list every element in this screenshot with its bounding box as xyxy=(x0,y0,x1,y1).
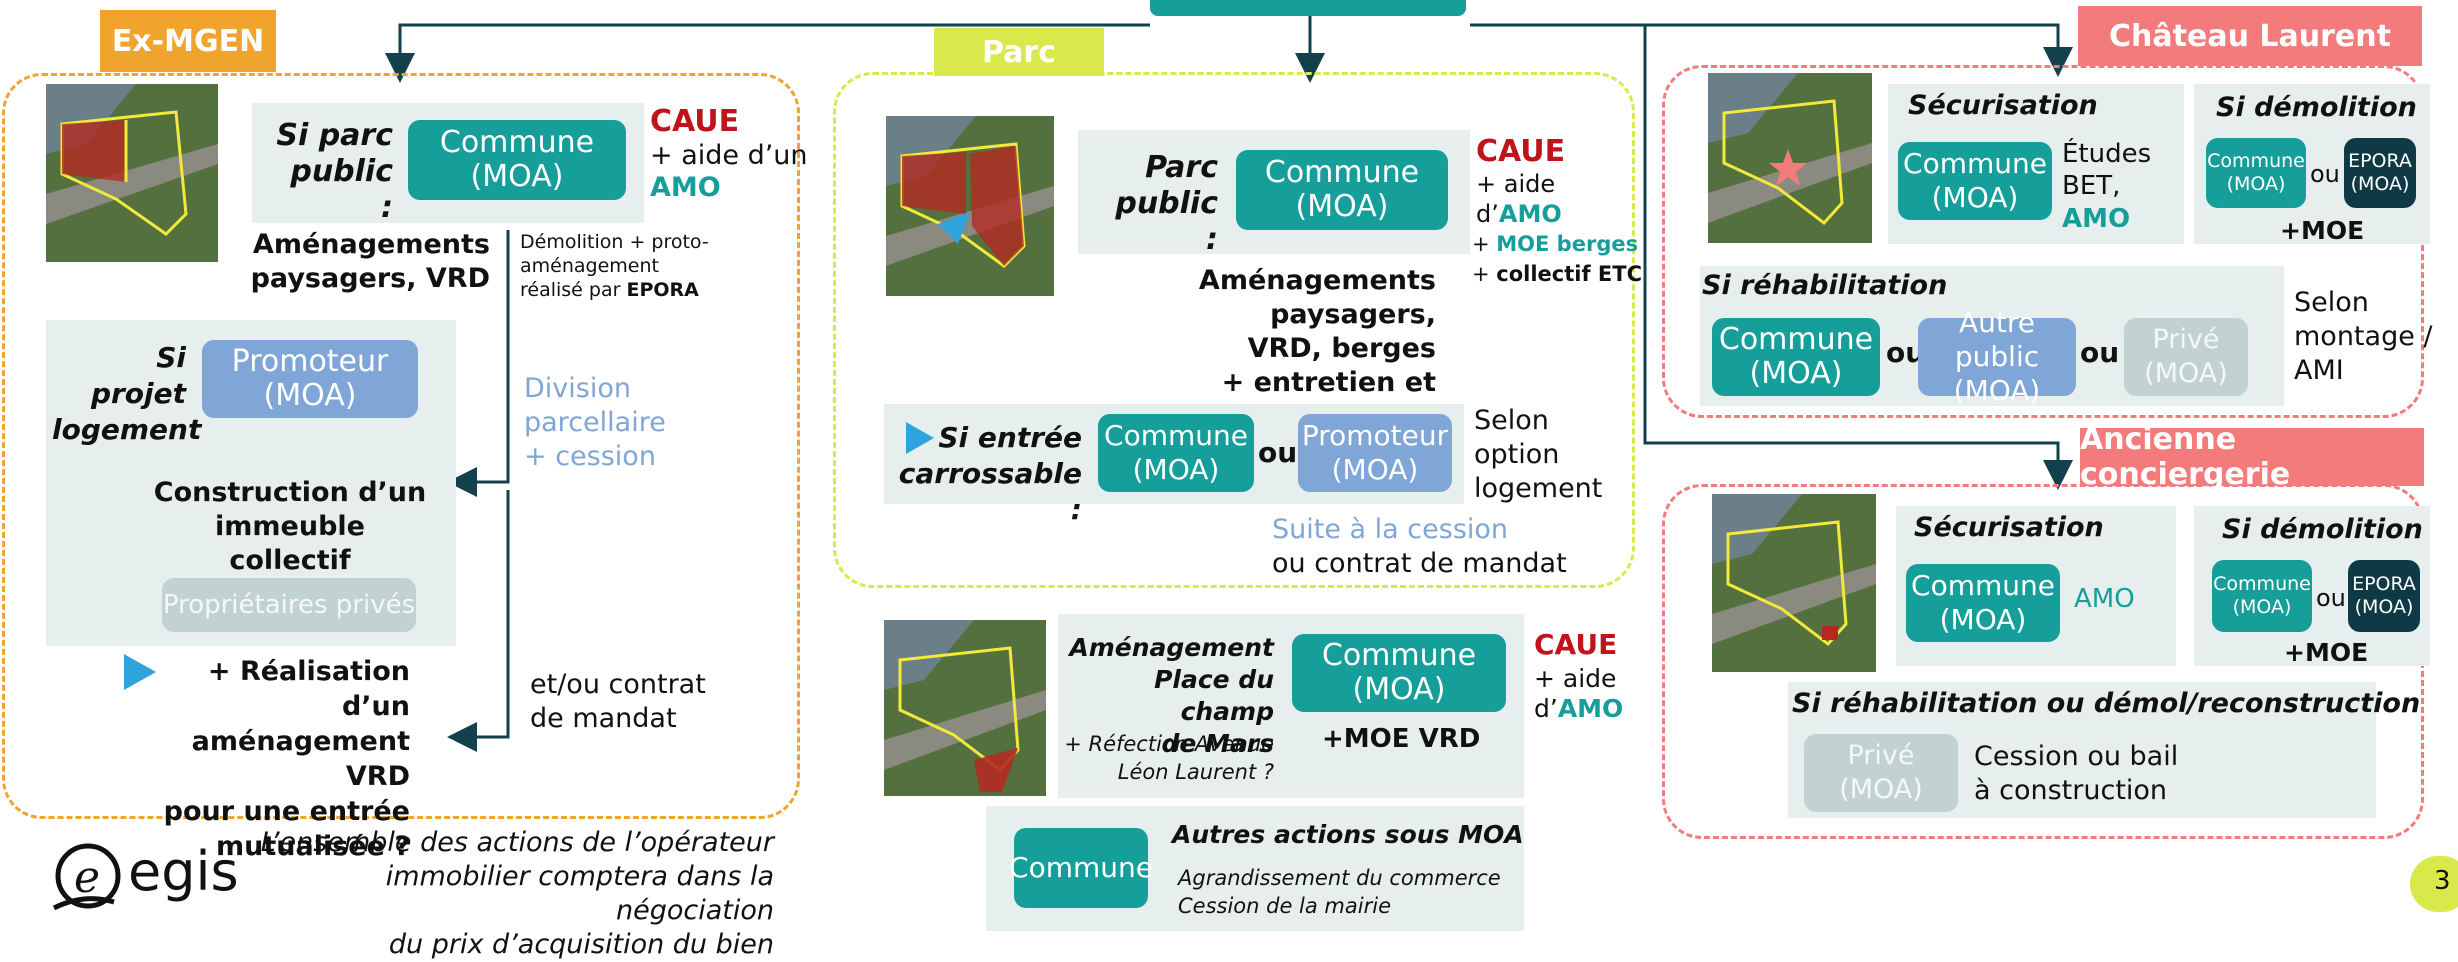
conciergerie-si-rehab: Si réhabilitation ou démol/reconstructio… xyxy=(1792,688,2421,719)
autres-lines: Agrandissement du commerce Cession de la… xyxy=(1178,866,1501,918)
chateau-epora: EPORA (MOA) xyxy=(2344,138,2416,208)
parc-moe-berges: + MOE berges xyxy=(1472,232,1639,256)
top-root-tab xyxy=(1150,0,1466,16)
ex-mgen-division: Division parcellaire + cession xyxy=(524,373,666,472)
parc-aide-2-line: d’AMO xyxy=(1476,200,1562,228)
chateau-commune-small: Commune (MOA) xyxy=(2206,138,2306,208)
conciergerie-ou: ou xyxy=(2316,584,2346,612)
parc-caue: CAUE xyxy=(1476,134,1566,169)
chateau-label: Château Laurent xyxy=(2078,6,2422,66)
parc-label: Parc xyxy=(934,28,1104,76)
ex-mgen-commune-moa: Commune (MOA) xyxy=(408,120,626,200)
conciergerie-aerial-image xyxy=(1712,494,1876,672)
chateau-commune-moa: Commune (MOA) xyxy=(1898,142,2052,220)
ex-mgen-aide: + aide d’un xyxy=(650,140,808,171)
parc-collectif: + collectif ETC xyxy=(1472,262,1643,286)
chateau-moe: +MOE xyxy=(2280,216,2365,245)
parc-contrat: ou contrat de mandat xyxy=(1272,548,1567,579)
conciergerie-amo: AMO xyxy=(2074,584,2135,614)
conciergerie-si-demolition: Si démolition xyxy=(2222,514,2423,545)
svg-text:e: e xyxy=(74,852,100,903)
chateau-si-demolition: Si démolition xyxy=(2216,92,2417,123)
page-number-badge: 3 xyxy=(2410,856,2458,912)
place-aide-2-line: d’AMO xyxy=(1534,694,1624,723)
parc-suite: Suite à la cession xyxy=(1272,514,1509,545)
parc-aide-1: + aide xyxy=(1476,170,1556,198)
chateau-aerial-image xyxy=(1708,73,1872,243)
conciergerie-commune-moa: Commune (MOA) xyxy=(1906,564,2060,642)
ex-mgen-caue: CAUE xyxy=(650,104,740,139)
autres-commune: Commune xyxy=(1009,828,1153,908)
ex-mgen-amenagements: Aménagements paysagers, VRD xyxy=(250,229,490,294)
conciergerie-prive: Privé (MOA) xyxy=(1804,734,1958,812)
place-aerial-image xyxy=(884,620,1046,796)
chateau-commune2: Commune (MOA) xyxy=(1712,318,1880,396)
conciergerie-epora: EPORA (MOA) xyxy=(2348,560,2420,632)
parc-commune-moa: Commune (MOA) xyxy=(1236,150,1448,230)
chateau-etudes: Études BET, xyxy=(2062,139,2152,201)
parc-parc-public: Parc public : xyxy=(1115,150,1218,257)
place-moe-vrd: +MOE VRD xyxy=(1322,724,1481,754)
parc-si-entree: Si entrée carrossable : xyxy=(898,421,1082,526)
play-icon xyxy=(124,654,156,690)
conciergerie-commune-small: Commune (MOA) xyxy=(2212,560,2312,632)
parc-ou: ou xyxy=(1258,436,1298,469)
conciergerie-label: Ancienne conciergerie xyxy=(2080,422,2424,492)
ex-mgen-aerial-image xyxy=(46,84,218,262)
ex-mgen-amo: AMO xyxy=(650,172,721,203)
play-icon xyxy=(906,422,934,454)
place-caue: CAUE xyxy=(1534,628,1618,661)
parc-aerial-image xyxy=(886,116,1054,296)
chateau-securisation: Sécurisation xyxy=(1908,90,2098,121)
place-aide-1: + aide xyxy=(1534,664,1617,693)
ex-mgen-realisation: + Réalisation d’un aménagement VRD pour … xyxy=(163,656,410,862)
ex-mgen-proprietaires-prives: Propriétaires privés xyxy=(162,578,416,632)
chateau-autre-public: Autre public (MOA) xyxy=(1918,306,2076,407)
place-title: Aménagement Place du champ de Mars xyxy=(1069,633,1274,758)
parc-frame xyxy=(833,72,1635,588)
chateau-si-rehab: Si réhabilitation xyxy=(1702,270,1948,301)
place-sub: + Réfection Avenue Léon Laurent ? xyxy=(1064,732,1274,784)
page-number: 3 xyxy=(2434,866,2451,896)
conciergerie-moe: +MOE xyxy=(2284,638,2369,667)
autres-title: Autres actions sous MOA xyxy=(1172,820,1524,849)
chateau-ou: ou xyxy=(2310,160,2340,188)
ex-mgen-label: Ex-MGEN xyxy=(100,10,276,72)
conciergerie-cession: Cession ou bail à construction xyxy=(1974,741,2179,806)
egis-logo: e egis xyxy=(44,836,240,916)
chateau-ou2: ou xyxy=(2080,336,2120,369)
ex-mgen-si-parc-public: Si parc public : xyxy=(276,118,393,225)
conciergerie-securisation: Sécurisation xyxy=(1914,512,2104,543)
egis-logo-mark-icon: e xyxy=(52,843,121,911)
place-commune-moa: Commune (MOA) xyxy=(1292,634,1506,712)
parc-selon: Selon option logement xyxy=(1474,405,1603,504)
chateau-amo: AMO xyxy=(2062,204,2131,234)
ex-mgen-construction: Construction d’un immeuble collectif xyxy=(153,477,427,576)
chateau-prive: Privé (MOA) xyxy=(2124,318,2248,396)
ex-mgen-promoteur-moa: Promoteur (MOA) xyxy=(202,340,418,418)
chateau-selon: Selon montage / AMI xyxy=(2294,287,2433,386)
egis-logo-text: egis xyxy=(128,840,239,903)
ex-mgen-demolition-note: Démolition + proto- aménagement réalisé … xyxy=(520,231,709,301)
ex-mgen-si-projet-logement: Si projet logement xyxy=(52,341,202,446)
parc-promoteur-moa: Promoteur (MOA) xyxy=(1298,414,1452,492)
ex-mgen-frame xyxy=(2,73,800,819)
ex-mgen-contrat: et/ou contrat de mandat xyxy=(530,669,706,734)
footer-note: L’ensemble des actions de l’opérateur im… xyxy=(260,827,774,960)
parc-commune2-moa: Commune (MOA) xyxy=(1098,414,1254,492)
